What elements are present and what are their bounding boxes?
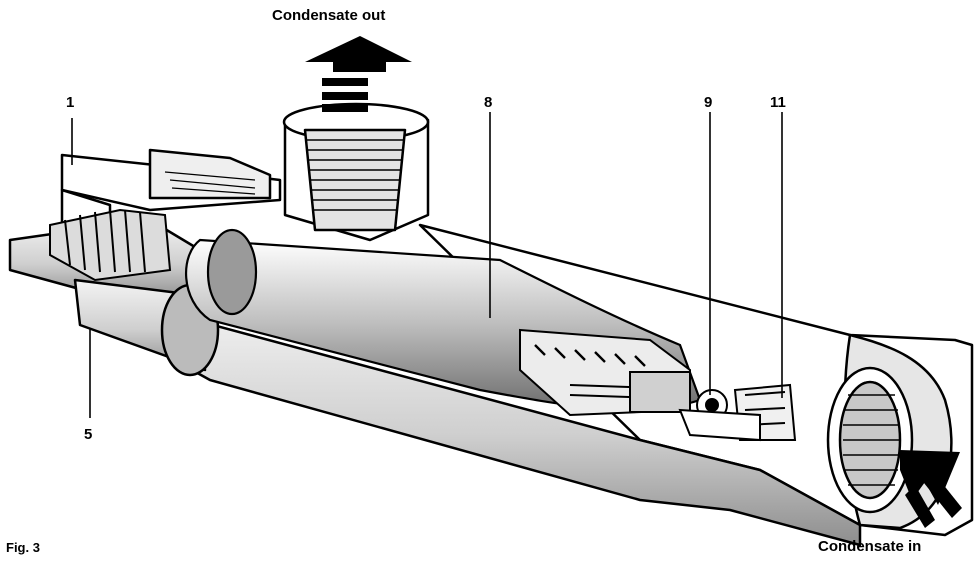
valve-assembly <box>519 328 797 442</box>
callout-5: 5 <box>84 426 93 443</box>
leader-lines <box>71 112 783 418</box>
flow-out-label: Condensate out <box>272 7 386 24</box>
callout-1: 1 <box>66 94 75 111</box>
flow-in-label: Condensate in <box>818 538 922 555</box>
bellows <box>49 208 172 282</box>
callout-11: 11 <box>770 94 786 111</box>
callout-9: 9 <box>704 94 713 111</box>
figure-caption: Fig. 3 <box>6 540 40 555</box>
arrow-diagonal-icon <box>900 450 962 528</box>
arrow-up-icon <box>305 36 412 112</box>
callout-8: 8 <box>484 94 493 111</box>
